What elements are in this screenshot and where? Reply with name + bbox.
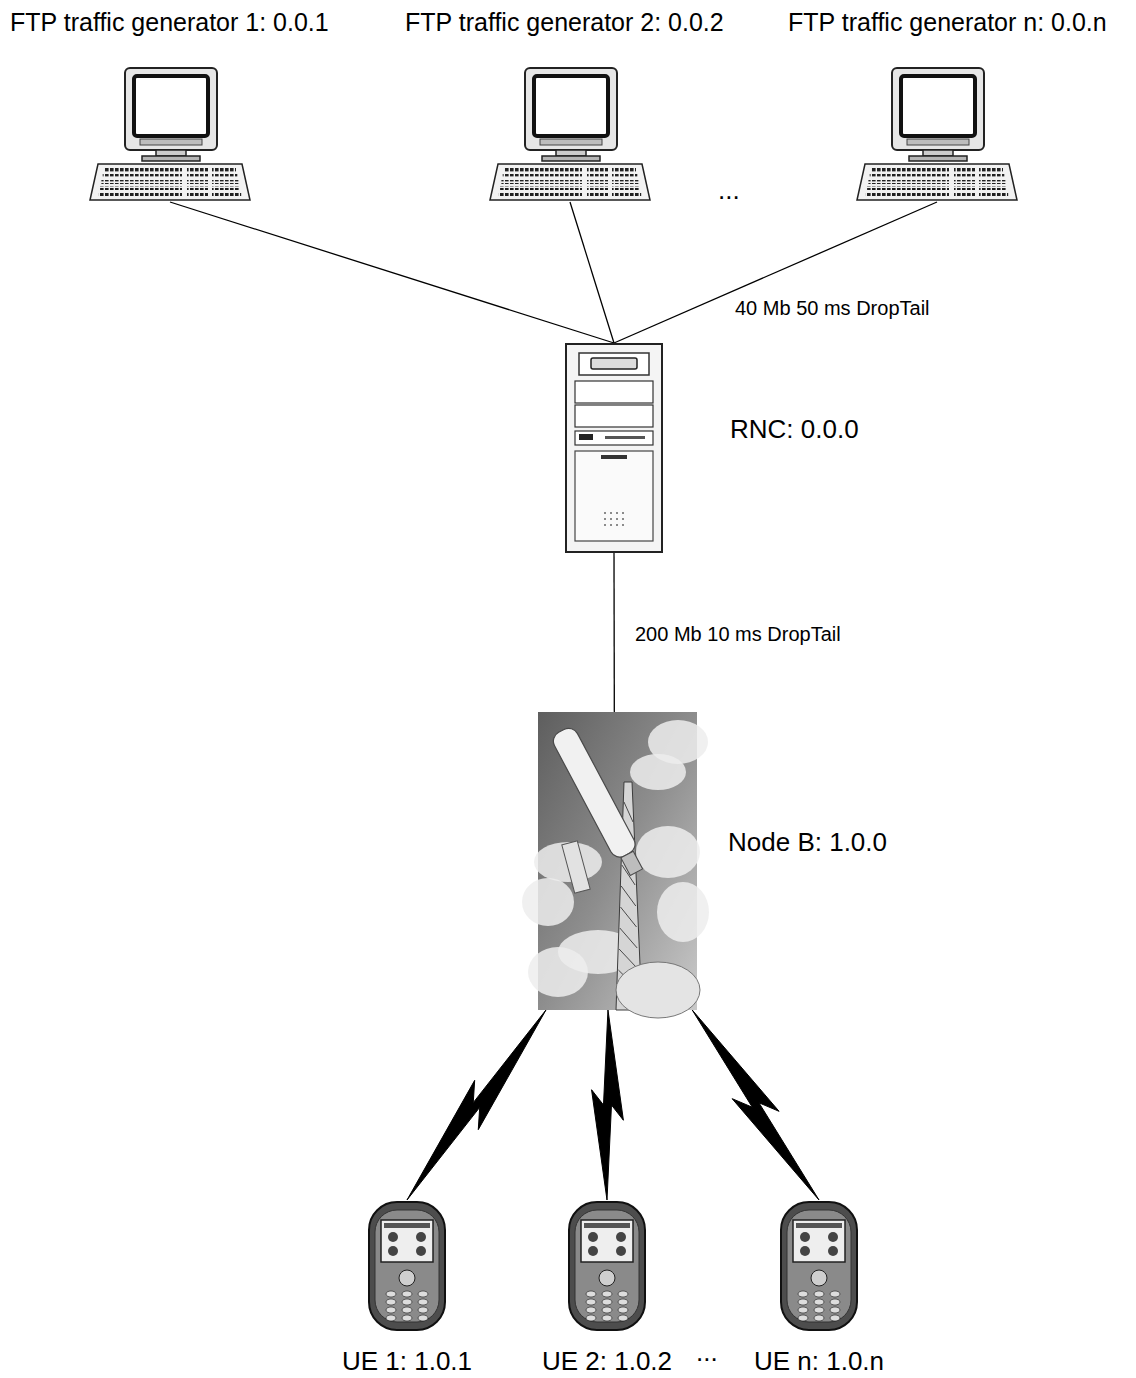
computer-icon bbox=[490, 68, 650, 202]
ftp-generator: FTP traffic generator 1: 0.0.1 bbox=[90, 68, 250, 202]
computer-icon bbox=[90, 68, 250, 202]
computer-icon bbox=[857, 68, 1017, 202]
node-label: FTP traffic generator 1: 0.0.1 bbox=[10, 8, 329, 37]
phone-icon bbox=[567, 1200, 647, 1332]
tower-icon bbox=[565, 343, 663, 553]
node-label: UE 1: 1.0.1 bbox=[342, 1347, 472, 1377]
node-label: UE n: 1.0.n bbox=[754, 1347, 884, 1377]
phone-icon bbox=[779, 1200, 859, 1332]
node-label: FTP traffic generator n: 0.0.n bbox=[788, 8, 1107, 37]
ellipsis-label: ... bbox=[696, 1338, 718, 1368]
link-spec-label: 40 Mb 50 ms DropTail bbox=[733, 297, 932, 320]
wired-link bbox=[614, 202, 937, 343]
rnc-server: RNC: 0.0.0 bbox=[565, 343, 663, 553]
user-equipment: UE n: 1.0.n bbox=[779, 1200, 859, 1332]
user-equipment: UE 2: 1.0.2 bbox=[567, 1200, 647, 1332]
wired-link bbox=[570, 202, 614, 343]
wireless-link bbox=[592, 1010, 624, 1200]
node-label: RNC: 0.0.0 bbox=[730, 415, 859, 445]
link-spec-label: 200 Mb 10 ms DropTail bbox=[633, 623, 843, 646]
ftp-generator: FTP traffic generator n: 0.0.n bbox=[857, 68, 1017, 202]
node-label: UE 2: 1.0.2 bbox=[542, 1347, 672, 1377]
node-label: FTP traffic generator 2: 0.0.2 bbox=[405, 8, 724, 37]
user-equipment: UE 1: 1.0.1 bbox=[367, 1200, 447, 1332]
node-label: Node B: 1.0.0 bbox=[728, 828, 887, 858]
nodeb-icon bbox=[538, 712, 697, 1010]
wired-link bbox=[170, 202, 614, 343]
phone-icon bbox=[367, 1200, 447, 1332]
node-b-station: Node B: 1.0.0 bbox=[538, 712, 697, 1010]
ftp-generator: FTP traffic generator 2: 0.0.2 bbox=[490, 68, 650, 202]
wireless-link bbox=[692, 1010, 819, 1200]
wired-link bbox=[613, 553, 615, 712]
ellipsis-label: ... bbox=[718, 176, 740, 206]
wireless-link bbox=[407, 1010, 546, 1200]
